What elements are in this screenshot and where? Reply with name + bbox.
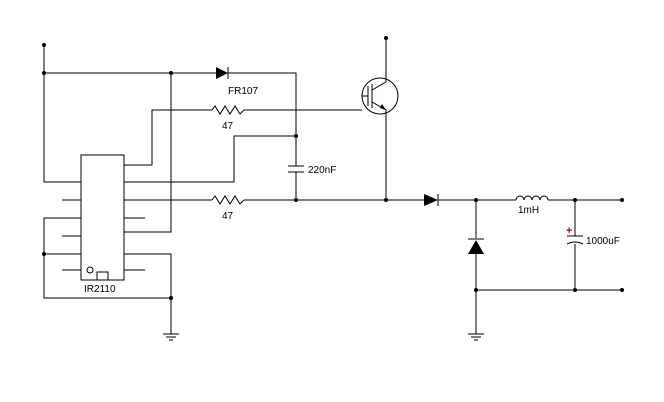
label-resistor-bottom: 47 (222, 211, 234, 222)
label-capacitor-bootstrap: 220nF (308, 165, 336, 176)
label-resistor-top: 47 (222, 121, 234, 132)
ground-icon-left (163, 333, 179, 341)
ground-icon-right (468, 333, 484, 341)
label-fr107: FR107 (228, 86, 258, 97)
diode-freewheel (468, 238, 484, 254)
diode-series (424, 194, 439, 206)
resistor-top (211, 105, 245, 115)
label-inductor: 1mH (518, 205, 539, 216)
resistor-bottom (211, 195, 245, 205)
capacitor-bootstrap (288, 165, 304, 173)
inductor (515, 195, 549, 201)
mosfet-icon (361, 77, 399, 115)
wires (43, 38, 622, 334)
capacitor-polarity-mark: + (566, 225, 572, 237)
capacitor-output (566, 235, 584, 245)
diode-fr107 (216, 67, 229, 79)
label-ic: IR2110 (84, 284, 116, 295)
label-capacitor-output: 1000uF (586, 236, 620, 247)
junction-dots (42, 36, 624, 300)
ic-ir2110 (80, 154, 125, 281)
